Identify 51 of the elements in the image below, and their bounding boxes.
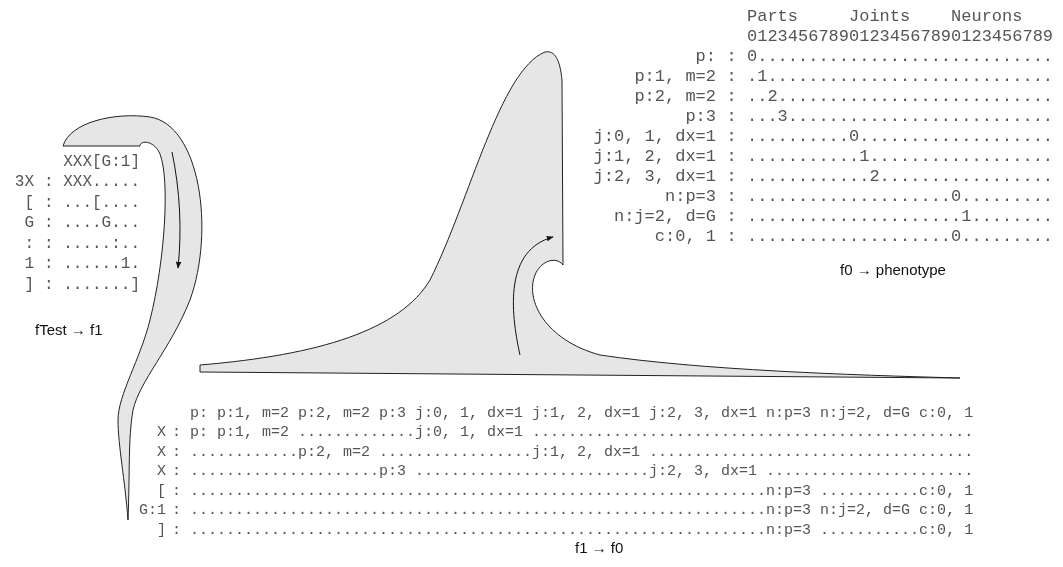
row-cells: : ................................................................n:p=3 ...........c:0, 1 [172,483,974,499]
row-label: ] [157,522,166,538]
row-label: G [24,215,34,231]
row-cells: : ...........1.................. [726,148,1054,165]
row-label: n:p=3 [665,188,716,205]
row-label: 3X [14,174,34,190]
row-label: p:3 [685,108,716,125]
row-label: c:0, 1 [654,228,716,245]
row-cells: : 0............................. [726,48,1054,65]
row-cells: : ............2................. [726,168,1054,185]
row-cells: : ................................................................n:p=3 ...........c:0, 1 [172,522,974,538]
row-label: j:0, 1, dx=1 [593,128,716,145]
row-label: p: [695,48,716,65]
row-cells: : ............p:2, m=2 .................j:1, 2, dx=1 .................................... [172,444,974,460]
transform-label: f1 → f0 [575,540,624,555]
row-label: X [157,425,166,440]
row-cells: : ....................0......... [726,228,1054,245]
column-header: Parts Joints Neurons [747,8,1023,25]
row-cells: : .....................1........ [726,208,1054,225]
row-cells: : p: p:1, m=2 .............j:0, 1, dx=1 ................................................. [172,425,974,440]
column-header: XXX[G:1] [63,153,140,170]
row-cells: : XXX..... [44,174,140,190]
row-cells: : .....................p:3 ..........................j:2, 3, dx=1 ....................... [172,464,974,479]
row-label: X [157,444,166,460]
row-cells: : ..........0................... [726,128,1054,145]
row-cells: : .......] [44,276,140,293]
transform-label: f0 → phenotype [840,262,946,277]
row-cells: : ................................................................n:p=3 n:j=2, d=G c:0, 1 [172,503,974,518]
row-label: G:1 [139,503,166,518]
row-label: ] [24,276,34,293]
row-cells: : ....G... [44,215,140,231]
row-cells: : ...3.......................... [726,108,1054,125]
row-label: X [157,464,166,479]
row-cells: : .....:.. [44,235,140,252]
row-label: : [24,235,34,252]
row-label: [ [157,483,166,499]
row-cells: : ..2........................... [726,88,1054,105]
row-cells: : ...[.... [44,194,140,211]
row-label: n:j=2, d=G [613,208,716,225]
row-label: j:2, 3, dx=1 [593,168,716,185]
row-label: p:1, m=2 [634,68,716,85]
row-cells: : ......1. [44,256,140,272]
column-header: p: p:1, m=2 p:2, m=2 p:3 j:0, 1, dx=1 j:1, 2, dx=1 j:2, 3, dx=1 n:p=3 n:j=2, d=G c:0, 1 [190,405,974,421]
row-label: p:2, m=2 [634,88,716,105]
row-cells: : ....................0......... [726,188,1054,205]
row-label: 1 [24,256,34,272]
transform-label: fTest → f1 [35,322,103,337]
row-cells: : .1............................ [726,68,1054,85]
column-header: 012345678901234567890123456789 [747,28,1054,45]
row-label: [ [24,194,34,211]
row-label: j:1, 2, dx=1 [593,148,716,165]
